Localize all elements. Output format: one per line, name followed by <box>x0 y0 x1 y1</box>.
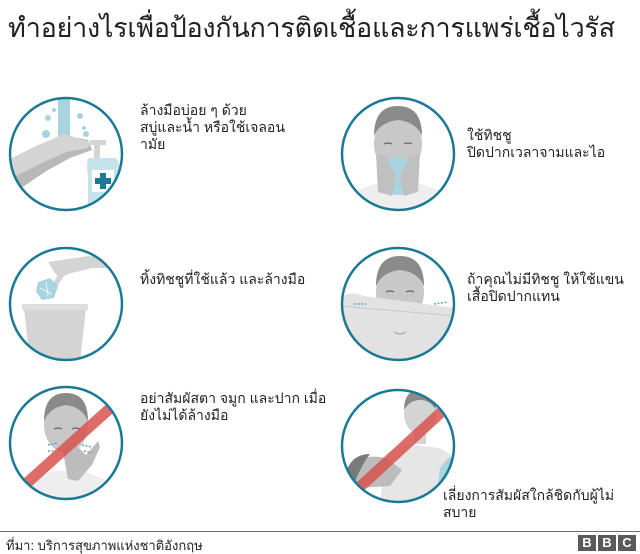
bbc-logo: B B C <box>578 535 636 551</box>
footer-divider <box>0 531 640 532</box>
caption-wash-hands: ล้างมือบ่อย ๆ ด้วย สบู่และน้ำ หรือใช้เจล… <box>140 102 285 152</box>
no-touch-face-icon <box>8 385 124 501</box>
caption-avoid-contact: เลี่ยงการสัมผัสใกล้ชิดกับผู้ไม่ สบาย <box>443 487 615 520</box>
bbc-logo-letter: B <box>598 535 616 551</box>
caption-cover-tissue: ใช้ทิชชู ปิดปากเวลาจามและไอ <box>467 127 606 160</box>
caption-elbow-cough: ถ้าคุณไม่มีทิชชู ให้ใช้แขน เสื้อปิดปากแท… <box>467 271 624 304</box>
tissue-cover-face-icon <box>340 96 456 212</box>
caption-dispose-tissue: ทิ้งทิชชูที่ใช้แล้ว และล้างมือ <box>140 271 306 287</box>
page-title: ทำอย่างไรเพื่อป้องกันการติดเชื้อและการแพ… <box>8 13 615 43</box>
elbow-cough-icon <box>340 246 456 362</box>
avoid-contact-icon <box>340 388 456 504</box>
hand-washing-icon <box>8 96 124 212</box>
tissue-bin-icon <box>8 246 124 362</box>
bbc-logo-letter: C <box>618 535 636 551</box>
caption-no-touch-face: อย่าสัมผัสตา จมูก และปาก เมื่อ ยังไม่ได้… <box>140 390 327 423</box>
bbc-logo-letter: B <box>578 535 596 551</box>
source-credit: ที่มา: บริการสุขภาพแห่งชาติอังกฤษ <box>6 538 203 553</box>
